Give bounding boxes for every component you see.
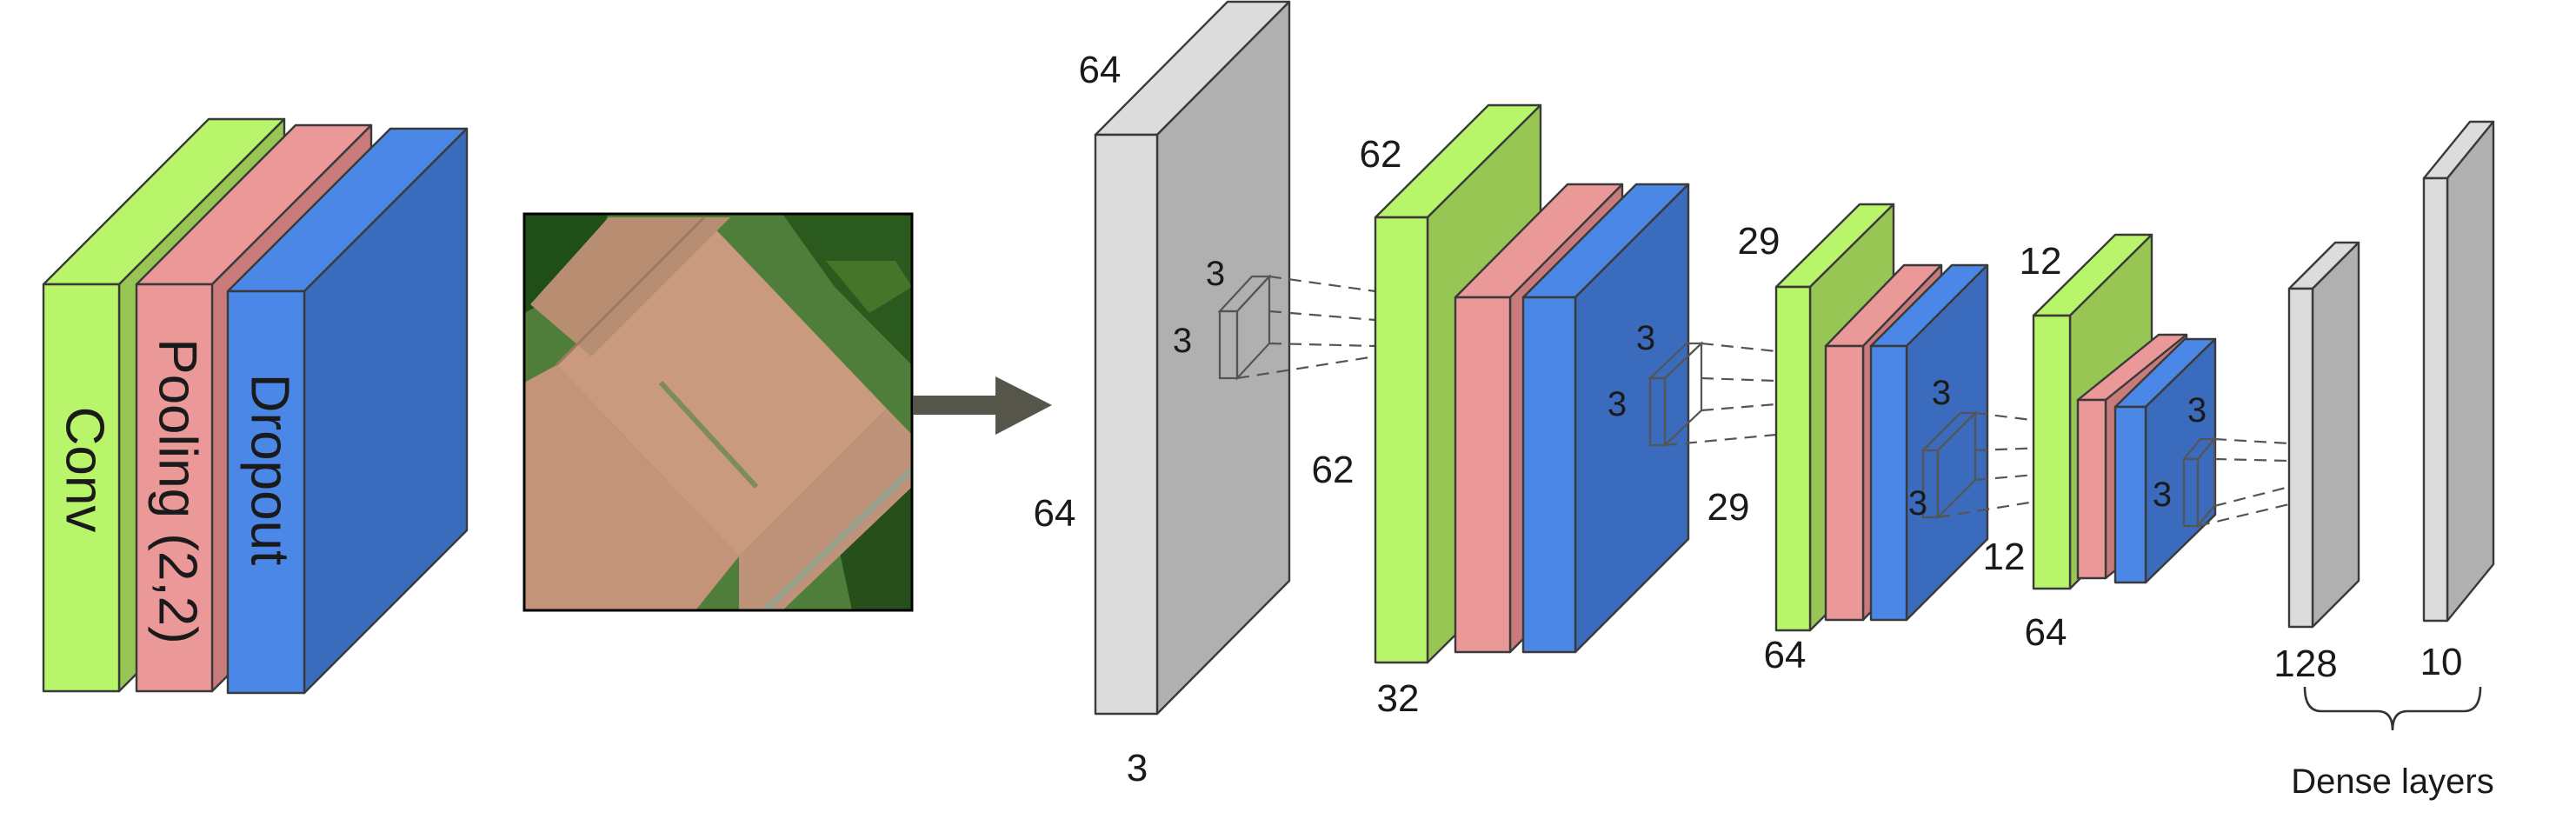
flow-arrow <box>913 376 1052 435</box>
kernel-2-h-label: 3 <box>1636 319 1655 357</box>
dense-caption: Dense layers <box>2291 762 2493 801</box>
legend-conv-front <box>42 283 121 693</box>
dense-layer-128 <box>2287 241 2360 629</box>
block-2-channels-label: 64 <box>1764 634 1807 676</box>
block-2 <box>1774 203 1989 632</box>
legend-dropout-block <box>226 127 469 695</box>
block-3 <box>2032 233 2217 590</box>
input-volume <box>1094 0 1291 716</box>
dense-layer-10 <box>2422 120 2495 623</box>
kernel-3-w-label: 3 <box>1908 484 1927 523</box>
block-1-height-label: 62 <box>1312 449 1355 491</box>
legend-pooling-front <box>135 283 214 693</box>
kernel-3-h-label: 3 <box>1932 374 1951 412</box>
kernel-4-w-label: 3 <box>2153 476 2172 514</box>
dense-brace <box>2303 686 2482 731</box>
block-3-channels-label: 64 <box>2025 611 2067 654</box>
dense-10-label: 10 <box>2420 641 2463 683</box>
legend-dropout-front <box>226 290 306 695</box>
block-3-width-label: 12 <box>2020 240 2062 283</box>
legend-conv-label: Conv <box>55 407 115 533</box>
block-3-height-label: 12 <box>1983 536 2026 578</box>
kernel-1-w-label: 3 <box>1173 322 1192 360</box>
legend: Conv Pooling (2,2) Dropout <box>42 117 469 695</box>
kernel-4-projection <box>2197 437 2290 528</box>
input-height-label: 64 <box>1034 492 1076 535</box>
input-channels-label: 3 <box>1127 747 1148 789</box>
kernel-2-projection <box>1664 342 1777 447</box>
kernel-1-h-label: 3 <box>1206 255 1225 293</box>
kernel-2-w-label: 3 <box>1608 385 1627 423</box>
kernel-1-projection <box>1236 275 1376 380</box>
input-image <box>523 212 914 612</box>
block-1-channels-label: 32 <box>1377 677 1420 720</box>
block-1 <box>1374 103 1690 664</box>
kernel-4-h-label: 3 <box>2187 391 2207 429</box>
legend-pooling-label: Pooling (2,2) <box>148 338 208 644</box>
block-2-width-label: 29 <box>1738 220 1781 263</box>
input-width-label: 64 <box>1079 49 1122 91</box>
kernel-3-projection <box>1937 411 2047 519</box>
block-2-height-label: 29 <box>1707 486 1750 529</box>
block-1-width-label: 62 <box>1360 133 1402 176</box>
legend-dropout-label: Dropout <box>240 374 300 566</box>
dense-128-label: 128 <box>2273 643 2337 685</box>
